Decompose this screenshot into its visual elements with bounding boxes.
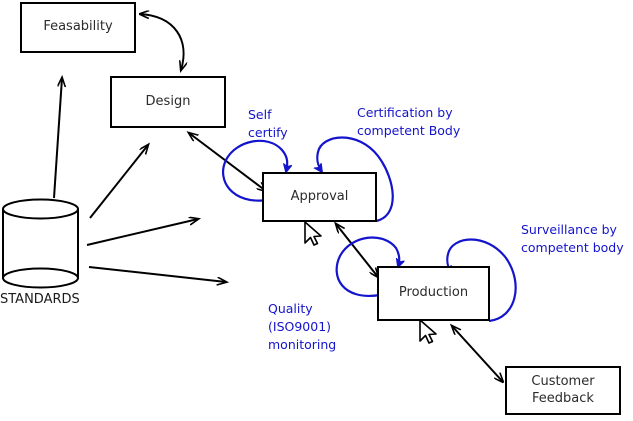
- node-customer-feedback[interactable]: Customer Feedback: [505, 366, 621, 415]
- mouse-cursor-approval: [304, 221, 322, 246]
- annotation-quality-iso9001-monitoring: Quality (ISO9001) monitoring: [268, 301, 337, 353]
- node-approval-label: Approval: [290, 188, 349, 204]
- certification-loop: [317, 136, 394, 223]
- edge-design-to-feasability: [140, 14, 184, 70]
- node-feasability[interactable]: Feasability: [20, 2, 136, 53]
- edge-production-to-approval: [336, 224, 378, 277]
- node-production-label: Production: [398, 285, 469, 301]
- mouse-cursor-production: [419, 319, 437, 344]
- edge-customer-feedback-to-production: [452, 326, 503, 382]
- node-design[interactable]: Design: [110, 76, 226, 128]
- node-design-label: Design: [145, 93, 191, 109]
- edge-standards-to-design: [89, 145, 148, 219]
- quality-loop: [335, 236, 400, 298]
- surveillance-loop: [447, 238, 517, 323]
- node-customer-feedback-label: Customer Feedback: [531, 374, 595, 406]
- node-production[interactable]: Production: [377, 266, 490, 321]
- node-feasability-label: Feasability: [43, 19, 113, 35]
- edge-standards-to-production: [88, 266, 226, 282]
- annotation-self-certify: Self certify: [248, 107, 288, 141]
- edge-standards-to-approval: [86, 219, 198, 246]
- edge-standards-to-feasability: [53, 78, 62, 199]
- node-approval[interactable]: Approval: [262, 172, 377, 222]
- self-certify-loop: [221, 139, 287, 202]
- annotation-surveillance-by-competent-body: Surveillance by competent body: [521, 222, 624, 256]
- standards-datastore-label: STANDARDS: [0, 292, 80, 307]
- annotation-certification-by-competent-body: Certification by competent Body: [357, 105, 461, 139]
- standards-cylinder: [2, 198, 79, 289]
- edge-approval-to-design: [189, 133, 266, 191]
